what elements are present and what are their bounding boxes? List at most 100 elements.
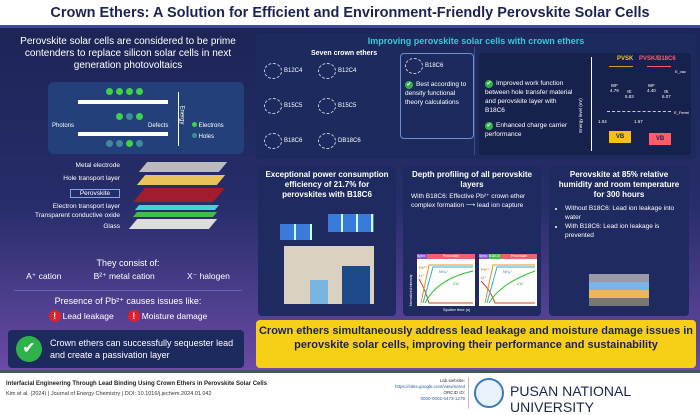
consist-item: X⁻ halogen — [187, 271, 230, 281]
vb-box: VB — [649, 133, 671, 145]
best-ether-text: Best according to density functional the… — [405, 81, 467, 106]
energy-axis-label: Energy level (eV) — [577, 98, 583, 133]
wf-value: 4.40 — [647, 88, 656, 93]
best-ether-box: B18C6 ✔Best according to density functio… — [400, 53, 474, 139]
photons-label: Photons — [52, 123, 75, 129]
conclusion-text: Crown ethers can successfully sequester … — [50, 338, 234, 360]
perovskite-label: Perovskite — [501, 254, 537, 259]
conclusion-box: ✔ Crown ethers can successfully sequeste… — [8, 330, 244, 368]
layer-label: Transparent conductive oxide — [34, 212, 120, 219]
card-title: Depth profiling of all perovskite layers — [411, 170, 532, 189]
ie-value: 6.07 — [662, 94, 671, 99]
cs-label: Cs⁺ — [517, 281, 524, 286]
page-title: Crown Ethers: A Solution for Efficient a… — [0, 0, 700, 28]
consist-item: B²⁺ metal cation — [93, 271, 155, 281]
improvement-point: Enhanced charge carrier performance — [485, 122, 568, 138]
consist-item: A⁺ cation — [26, 271, 62, 281]
footer: Interfacial Engineering Through Lead Bin… — [0, 370, 700, 415]
summary-banner: Crown ethers simultaneously address lead… — [256, 320, 696, 368]
energy-diagram-panel: ✔Improved work function between hole tra… — [479, 53, 691, 155]
crown-ether-icon — [264, 63, 282, 79]
plot-xlabel: Sputter time (s) — [443, 307, 471, 312]
crown-ether-icon — [318, 63, 336, 79]
ie-value: 5.83 — [625, 94, 634, 99]
ether-label: B15C5 — [338, 103, 357, 109]
wf-value: 4.79 — [610, 88, 619, 93]
consist-title: They consist of: — [96, 258, 160, 268]
humidity-bullet: Without B18C6: Lead ion leakage into wat… — [565, 204, 681, 222]
wf-label: WF — [647, 83, 655, 88]
card-title: Exceptional power consumption efficiency… — [265, 170, 389, 199]
left-panel: Perovskite solar cells are considered to… — [0, 30, 256, 370]
energy-label: Energy — [178, 105, 185, 125]
layer-label: Electron transport layer — [52, 203, 120, 210]
citation: Kim et al. (2024) | Journal of Energy Ch… — [6, 391, 212, 397]
ie-label: IE — [664, 89, 669, 94]
defects-label: Defects — [148, 123, 169, 129]
crown-ether-icon — [405, 58, 423, 74]
improvement-point: Improved work function between hole tran… — [485, 80, 573, 114]
layered-stack-illustration — [589, 274, 649, 314]
perovskite-label: Perovskite — [427, 254, 475, 259]
lab-label: Lab website: — [439, 378, 465, 383]
depth-profiling-card: Depth profiling of all perovskite layers… — [403, 166, 541, 316]
intro-text: Perovskite solar cells are considered to… — [20, 36, 236, 71]
energy-band: Photons Defects Energy Electrons Holes — [48, 82, 244, 154]
wf-label: WF — [610, 83, 618, 88]
efermi-label: E_Fermi — [674, 110, 690, 115]
holes-label: Holes — [198, 134, 215, 140]
layer-label: Hole transport layer — [63, 175, 120, 182]
gap-value: 1.67 — [634, 119, 643, 124]
crown-ether-icon — [264, 98, 282, 114]
band-diagram: Photons Defects Energy Electrons Holes M… — [8, 78, 248, 246]
check-icon: ✔ — [485, 122, 493, 130]
pb-label: Pb²⁺ — [419, 265, 427, 270]
b18c6-label: B18C6 — [489, 254, 501, 259]
ether-label: DB18C6 — [338, 138, 361, 144]
check-icon: ✔ — [485, 80, 493, 88]
orcid-link[interactable]: 0000-0002-0473-1279 — [420, 396, 465, 401]
pvsk-label: PVSK — [617, 56, 634, 62]
electrons-label: Electrons — [198, 123, 224, 129]
layer-label-perovskite: Perovskite — [70, 189, 120, 198]
solar-house-illustration — [280, 214, 376, 312]
card-text: With B18C6: Effective Pb²⁺ crown ether c… — [411, 193, 526, 209]
paper-title: Interfacial Engineering Through Lead Bin… — [6, 381, 268, 387]
crown-ether-icon — [318, 98, 336, 114]
ether-label: B15C5 — [284, 103, 303, 109]
ether-label: B18C6 — [284, 138, 303, 144]
issue-item: Lead leakage — [62, 311, 114, 321]
issues-title: Presence of Pb²⁺ causes issues like: — [54, 296, 202, 306]
nh-label: NH₄⁺ — [503, 269, 513, 274]
vb-box: VB — [609, 131, 631, 143]
humidity-card: Perovskite at 85% relative humidity and … — [549, 166, 689, 316]
card-title: Perovskite at 85% relative humidity and … — [558, 170, 680, 199]
lab-link[interactable]: https://sites.google.com/view/nemd — [394, 384, 465, 389]
gap-value: 1.04 — [598, 119, 607, 124]
li-label: Li⁺ — [481, 275, 486, 280]
crown-ether-icon — [318, 133, 336, 149]
university-name: PUSAN NATIONAL UNIVERSITY — [510, 383, 631, 415]
evac-label: E_vac — [675, 69, 687, 74]
spiro-label: Spiro — [417, 254, 427, 259]
ether-label: B12C4 — [338, 68, 357, 74]
ether-label: B12C4 — [284, 68, 303, 74]
ie-label: IE — [627, 89, 632, 94]
infographic: Crown Ethers: A Solution for Efficient a… — [0, 0, 700, 370]
energy-arrow-icon — [178, 92, 179, 146]
orcid-label: ORCID ID: — [443, 390, 465, 395]
warning-icon: ! — [48, 310, 61, 322]
nh-label: NH₄⁺ — [439, 269, 449, 274]
seven-title: Seven crown ethers — [311, 50, 378, 57]
cs-label: Cs⁺ — [453, 281, 460, 286]
crown-ether-icon — [264, 133, 282, 149]
layer-label: Metal electrode — [75, 162, 120, 169]
university-seal-icon — [474, 378, 504, 408]
warning-icon: ! — [127, 310, 140, 322]
humidity-bullet: With B18C6: Lead ion leakage is prevente… — [565, 222, 681, 240]
issue-item: Moisture damage — [141, 311, 208, 321]
spiro-label: Spiro — [479, 254, 489, 259]
li-label: Li⁺ — [419, 273, 424, 278]
